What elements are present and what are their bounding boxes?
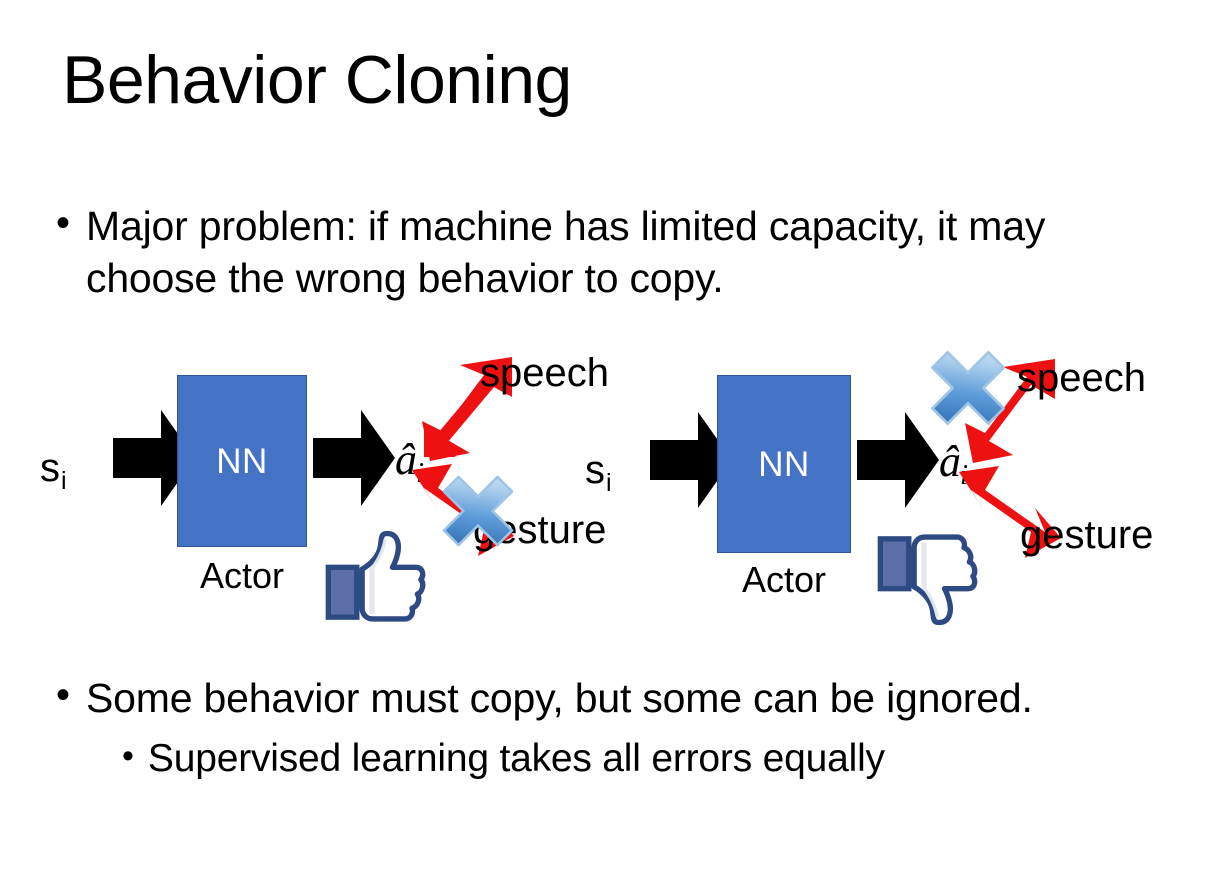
state-label-left: si — [40, 448, 67, 494]
diagram-left-correct-copy: si NN Actor âi — [20, 340, 610, 640]
diagram-right-wrong-copy: si NN Actor â i — [565, 340, 1185, 640]
input-arrow-icon-right — [650, 400, 732, 520]
actor-label-left: Actor — [199, 555, 285, 596]
actor-label-right: Actor — [741, 559, 827, 600]
branch-label-speech-right: speech — [1017, 356, 1146, 400]
nn-box-right: NN — [717, 375, 851, 553]
bullet-item-supervised-learning: • Supervised learning takes all errors e… — [122, 734, 1162, 784]
state-symbol: s — [585, 448, 605, 492]
state-subscript: i — [606, 468, 612, 497]
cross-out-icon-gesture-left — [435, 468, 521, 554]
branch-label-gesture-right: gesture — [1020, 513, 1154, 557]
output-arrow-icon-right — [857, 400, 939, 520]
branch-arrow-speech-left — [412, 353, 522, 465]
thumbs-down-icon — [875, 528, 980, 628]
thumbs-up-icon — [323, 528, 428, 628]
bullet-marker: • — [122, 737, 134, 775]
bullet-marker: • — [56, 201, 71, 245]
branch-label-speech-left: speech — [480, 351, 609, 395]
bullet-item-major-problem: • Major problem: if machine has limited … — [56, 200, 1116, 305]
action-symbol: â — [395, 435, 417, 484]
input-arrow-icon-left — [113, 398, 195, 518]
action-symbol: â — [939, 437, 961, 486]
bullet-text: Major problem: if machine has limited ca… — [86, 203, 1046, 302]
bullet-text: Some behavior must copy, but some can be… — [86, 675, 1033, 721]
state-symbol: s — [40, 446, 60, 490]
state-subscript: i — [61, 466, 67, 495]
nn-label: NN — [216, 441, 268, 481]
bullet-item-some-behavior: • Some behavior must copy, but some can … — [56, 672, 1156, 724]
nn-label: NN — [758, 444, 810, 484]
cross-out-icon-speech-right — [923, 343, 1013, 433]
nn-box-left: NN — [177, 375, 307, 547]
branch-arrow-gesture-right — [955, 460, 1065, 570]
state-label-right: si — [585, 450, 612, 496]
bullet-marker: • — [56, 673, 71, 717]
bullet-text: Supervised learning takes all errors equ… — [147, 737, 885, 780]
page-title: Behavior Cloning — [62, 42, 572, 118]
output-arrow-icon-left — [313, 398, 395, 518]
branch-arrow-speech-right — [955, 355, 1065, 467]
